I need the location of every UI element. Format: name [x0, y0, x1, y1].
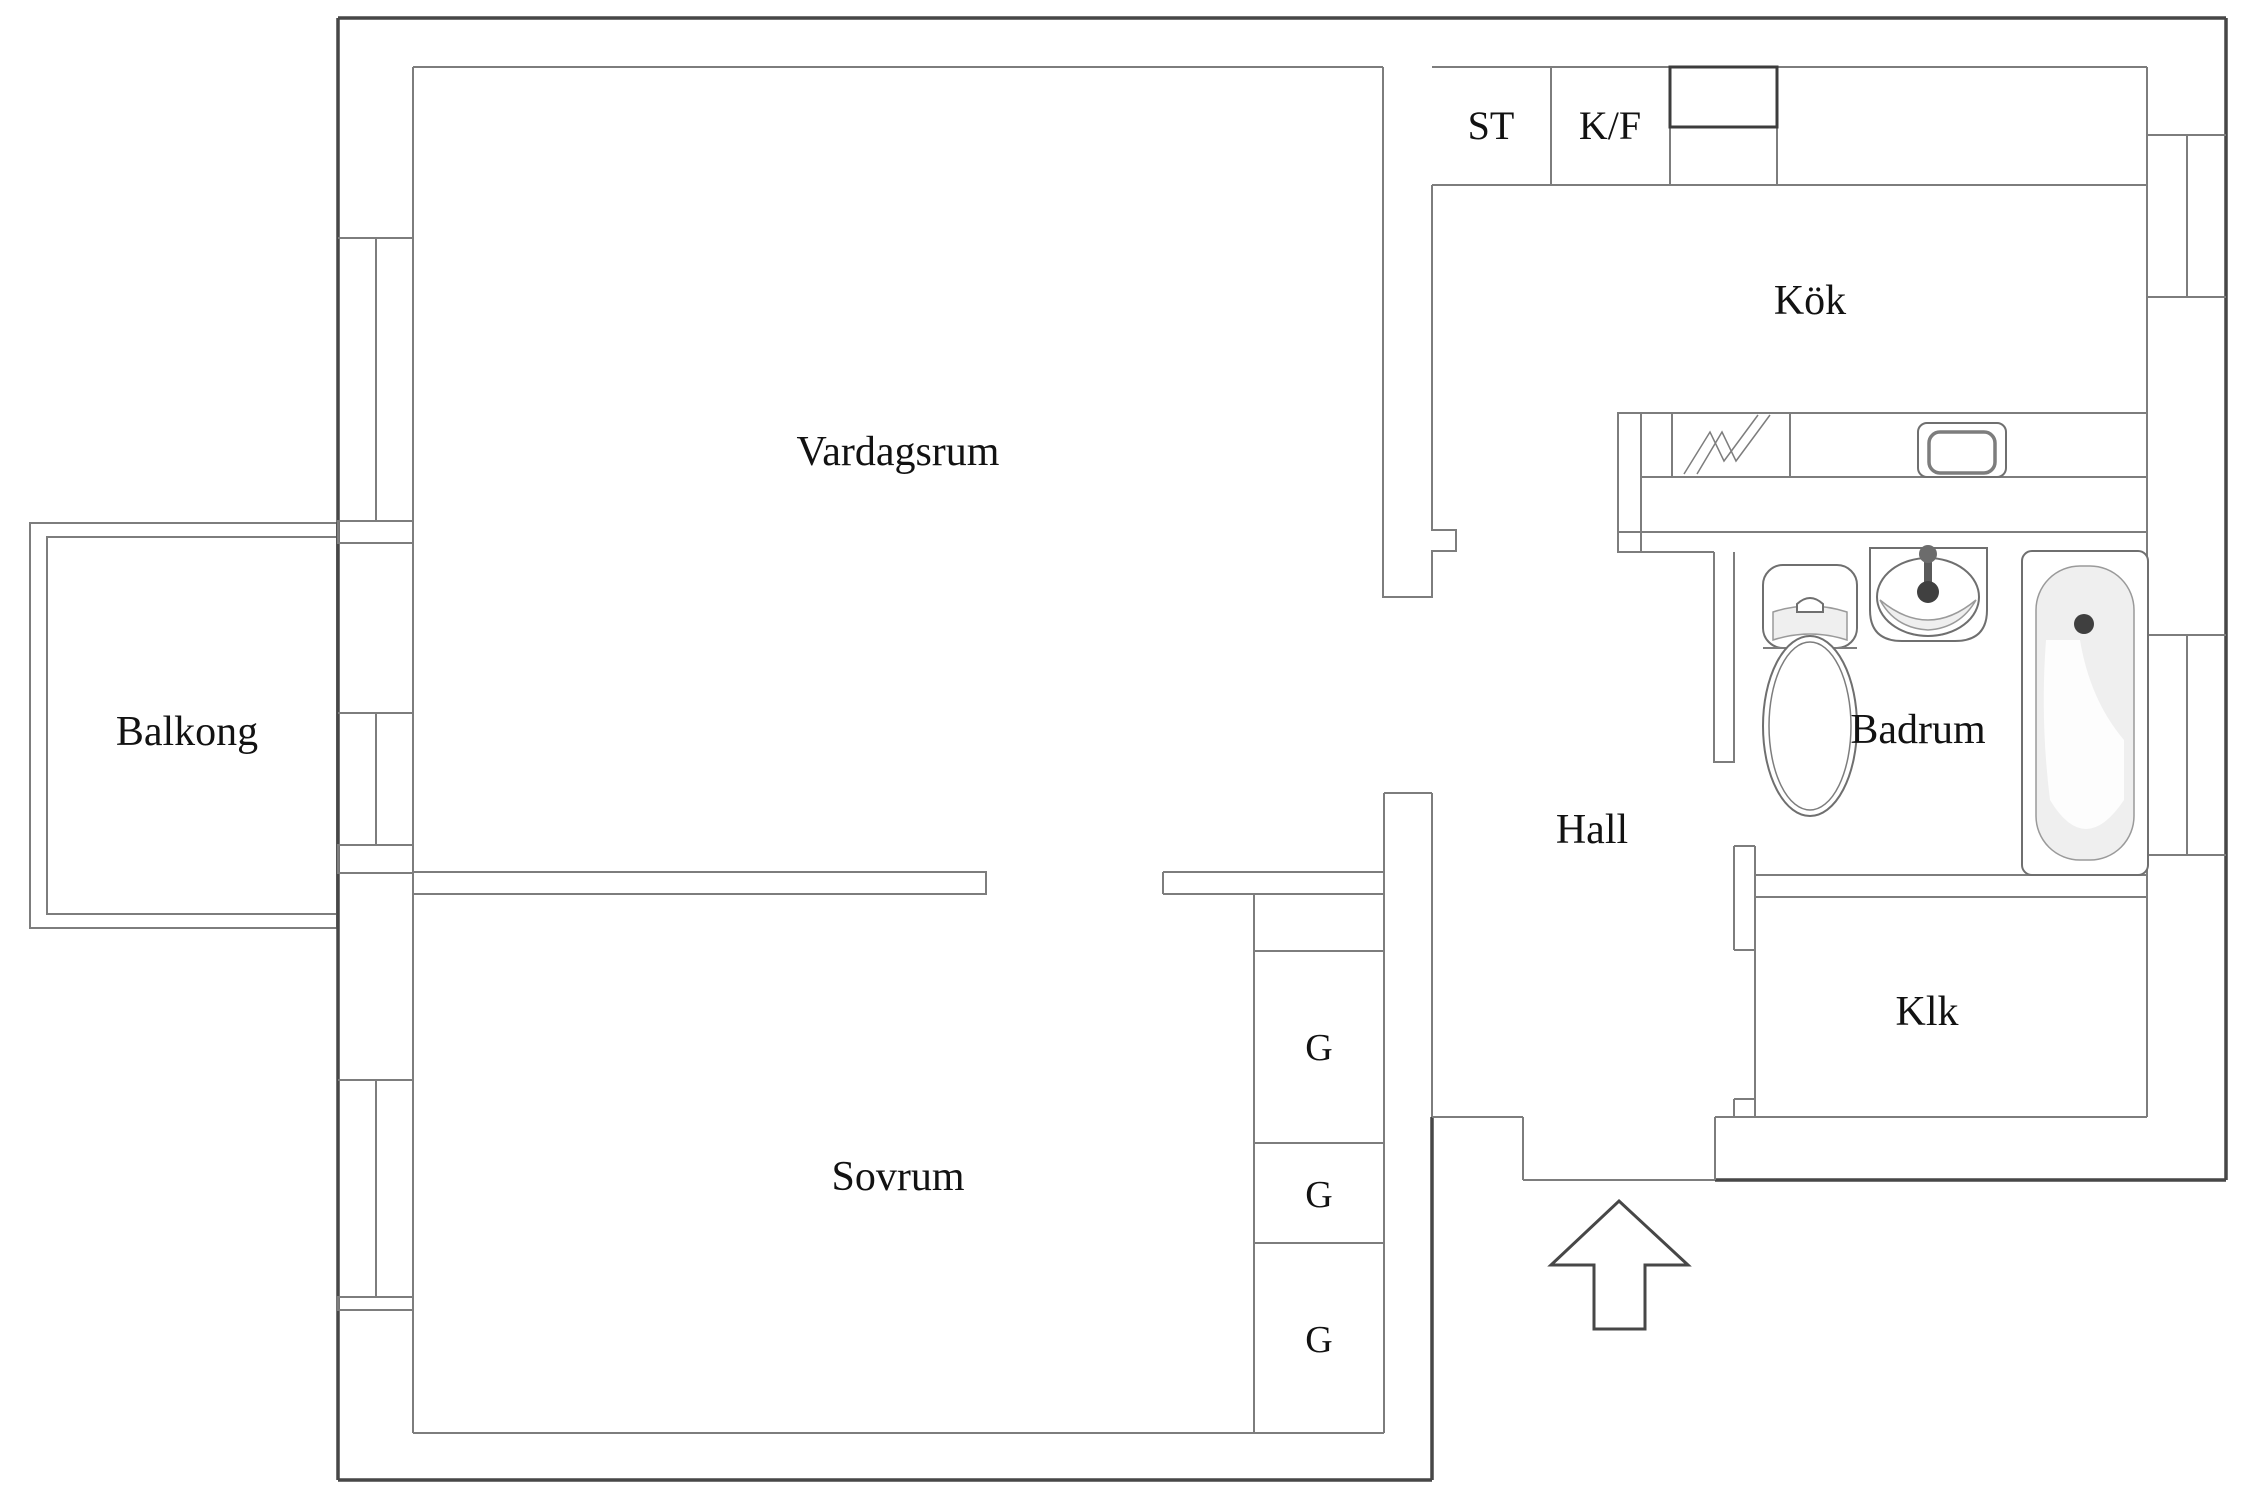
- faucet-base: [1917, 581, 1939, 603]
- room-label-badrum: Badrum: [1850, 707, 1986, 753]
- room-label-sovrum: Sovrum: [831, 1154, 964, 1200]
- room-label-klk: Klk: [1896, 989, 1959, 1035]
- faucet-stem: [1924, 552, 1932, 592]
- window-sovrum-1: [337, 712, 414, 874]
- wardrobe-label-g1: G: [1305, 1027, 1332, 1069]
- bathtub-icon: [2021, 550, 2149, 876]
- room-label-balkong: Balkong: [116, 709, 258, 755]
- room-label-hall: Hall: [1556, 807, 1628, 853]
- window-sill: [337, 1296, 414, 1311]
- outer-walls: [336, 16, 2228, 1482]
- wardrobe-label-g2: G: [1305, 1174, 1332, 1216]
- windows: [337, 134, 2226, 1311]
- window-sovrum-2: [337, 1079, 414, 1311]
- window-badrum: [2147, 634, 2226, 856]
- wardrobe-label-g3: G: [1305, 1319, 1332, 1361]
- interior-walls: [413, 67, 2147, 1433]
- toilet-icon: [1762, 564, 1858, 817]
- window-sill: [337, 520, 414, 544]
- stove-icon: [1671, 412, 1791, 478]
- drain: [2074, 614, 2094, 634]
- closet-label-st: ST: [1468, 103, 1515, 148]
- flush-button: [1796, 597, 1824, 613]
- entrance-arrow-icon: [1547, 1198, 1692, 1331]
- kitchen-unit-box: [1668, 65, 1779, 129]
- kitchen-closet-row: [1432, 65, 2147, 186]
- closet-label-kf: K/F: [1579, 103, 1641, 148]
- window-sill: [337, 844, 414, 874]
- window-kok: [2147, 134, 2226, 298]
- kitchen-sink-icon: [1917, 422, 2007, 478]
- room-label-vardagsrum: Vardagsrum: [797, 429, 1000, 475]
- washbasin-icon: [1869, 545, 1988, 642]
- faucet-knob: [1919, 545, 1937, 563]
- room-label-kok: Kök: [1774, 278, 1846, 324]
- window-vardagsrum: [337, 237, 414, 544]
